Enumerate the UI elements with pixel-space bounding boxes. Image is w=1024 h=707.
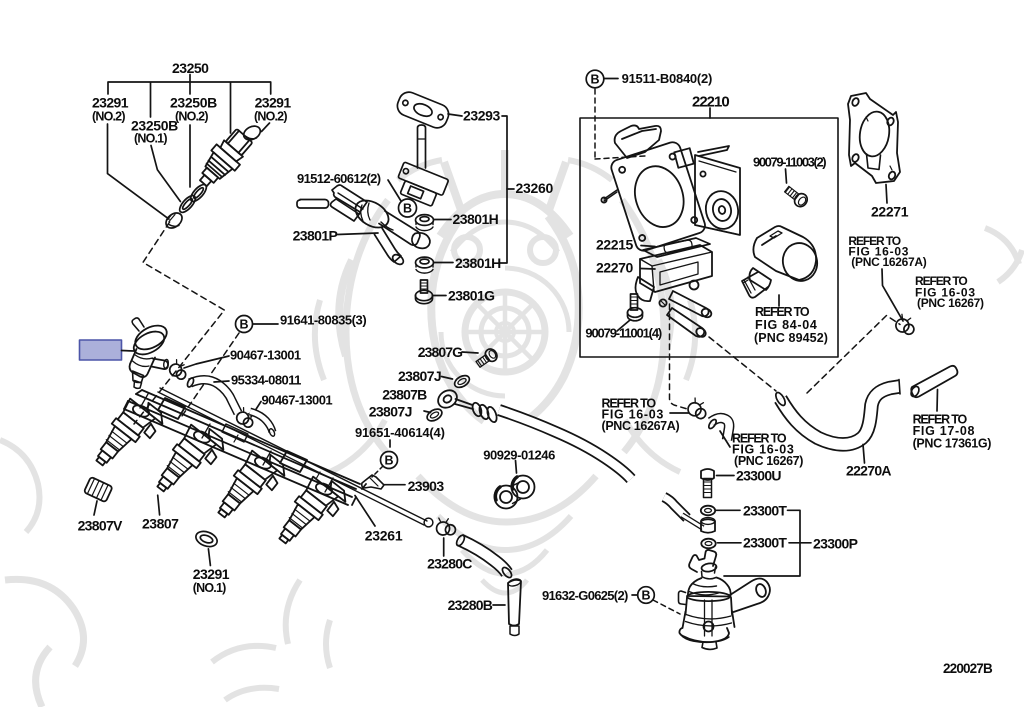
svg-text:23300T: 23300T — [743, 503, 787, 519]
svg-text:(PNC 16267): (PNC 16267) — [917, 296, 984, 310]
svg-text:23300P: 23300P — [813, 536, 858, 552]
svg-text:(NO.1): (NO.1) — [193, 581, 226, 595]
svg-text:23807V: 23807V — [78, 518, 123, 534]
svg-text:95334-08011: 95334-08011 — [231, 373, 301, 388]
svg-text:90929-01246: 90929-01246 — [483, 448, 555, 463]
svg-text:REFER TO: REFER TO — [915, 274, 967, 288]
svg-text:90079-11001(4): 90079-11001(4) — [585, 326, 662, 341]
svg-text:(PNC 16267): (PNC 16267) — [734, 454, 803, 468]
svg-text:FIG 84-04: FIG 84-04 — [755, 318, 818, 332]
svg-text:REFER TO: REFER TO — [732, 432, 787, 446]
svg-text:(NO.2): (NO.2) — [92, 110, 125, 124]
svg-text:FIG 16-03: FIG 16-03 — [732, 443, 795, 457]
svg-text:23261: 23261 — [365, 528, 403, 544]
svg-text:23807J: 23807J — [398, 368, 441, 384]
svg-text:23260: 23260 — [516, 180, 554, 196]
svg-text:(PNC 16267A): (PNC 16267A) — [851, 255, 926, 269]
svg-text:23293: 23293 — [463, 108, 501, 124]
svg-text:23300U: 23300U — [736, 468, 781, 484]
svg-text:23801H: 23801H — [453, 211, 499, 227]
svg-text:REFER TO: REFER TO — [602, 397, 657, 411]
svg-text:23807B: 23807B — [382, 387, 427, 403]
svg-text:23801H: 23801H — [455, 255, 501, 271]
svg-text:REFER TO: REFER TO — [848, 234, 900, 248]
svg-text:REFER TO: REFER TO — [913, 413, 968, 427]
svg-text:90079-11003(2): 90079-11003(2) — [753, 155, 826, 170]
svg-text:23801P: 23801P — [293, 228, 338, 244]
svg-text:23291: 23291 — [255, 95, 292, 111]
svg-text:23250B: 23250B — [131, 118, 178, 134]
svg-text:22210: 22210 — [692, 94, 729, 111]
svg-text:23291: 23291 — [92, 95, 129, 111]
svg-text:22271: 22271 — [871, 204, 909, 220]
svg-text:B: B — [384, 454, 393, 468]
svg-text:B: B — [590, 73, 599, 87]
svg-text:23300T: 23300T — [743, 535, 787, 551]
svg-text:22270: 22270 — [596, 260, 634, 276]
svg-text:220027B: 220027B — [943, 661, 993, 676]
svg-text:22215: 22215 — [596, 237, 634, 253]
svg-text:FIG 16-03: FIG 16-03 — [602, 408, 665, 422]
svg-text:90467-13001: 90467-13001 — [262, 393, 333, 408]
svg-text:23280B: 23280B — [448, 597, 493, 613]
svg-text:23807: 23807 — [142, 516, 179, 532]
svg-text:22270A: 22270A — [846, 463, 891, 479]
svg-text:90467-13001: 90467-13001 — [230, 348, 301, 363]
svg-text:91512-60612(2): 91512-60612(2) — [297, 171, 381, 186]
svg-text:23903: 23903 — [408, 478, 445, 494]
svg-text:REFER TO: REFER TO — [755, 305, 810, 319]
svg-text:FIG 16-03: FIG 16-03 — [848, 245, 909, 259]
svg-text:23291: 23291 — [193, 566, 230, 582]
svg-text:23280C: 23280C — [427, 556, 472, 572]
svg-text:23807G: 23807G — [418, 344, 463, 360]
svg-text:(NO.2): (NO.2) — [175, 110, 208, 124]
svg-text:91641-80835(3): 91641-80835(3) — [280, 313, 366, 328]
svg-text:91511-B0840(2): 91511-B0840(2) — [622, 71, 712, 86]
svg-text:91651-40614(4): 91651-40614(4) — [355, 425, 445, 440]
svg-text:(PNC 89452): (PNC 89452) — [754, 331, 828, 345]
svg-text:23801G: 23801G — [448, 288, 495, 304]
svg-text:B: B — [403, 202, 412, 216]
svg-text:(PNC 17361G): (PNC 17361G) — [913, 437, 992, 451]
svg-text:91632-G0625(2): 91632-G0625(2) — [542, 588, 628, 603]
svg-text:FIG 17-08: FIG 17-08 — [913, 424, 976, 438]
svg-text:(PNC 16267A): (PNC 16267A) — [602, 419, 680, 433]
svg-text:23807J: 23807J — [369, 404, 412, 420]
svg-text:FIG 16-03: FIG 16-03 — [915, 286, 976, 300]
svg-text:23250B: 23250B — [170, 95, 217, 111]
svg-text:(NO.1): (NO.1) — [134, 132, 167, 146]
svg-text:B: B — [239, 318, 248, 332]
svg-text:B: B — [641, 589, 650, 603]
svg-text:23250: 23250 — [172, 60, 209, 76]
svg-text:(NO.2): (NO.2) — [254, 110, 287, 124]
